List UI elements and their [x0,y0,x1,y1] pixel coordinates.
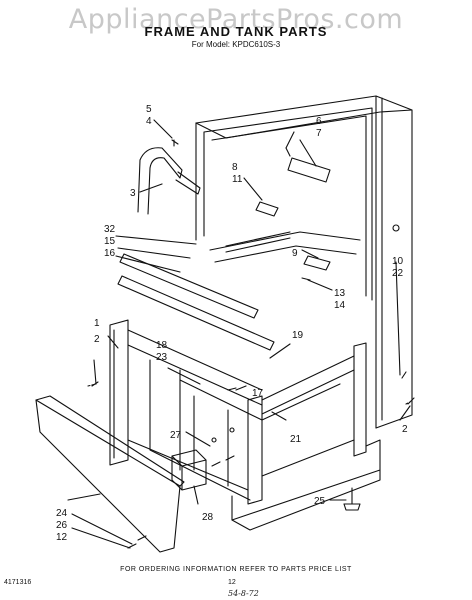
base-left-rail [127,329,263,406]
base-pan-lower [231,469,381,531]
callout-label: 2 [402,424,408,435]
callout-label: 19 [292,330,304,341]
callout-label: 27 [170,430,182,441]
callout-label: 10 [392,256,404,267]
bracket-mid [255,201,279,217]
screw-26 [127,535,147,549]
rail-channel-lower [117,275,275,351]
callout-label: 17 [252,388,264,399]
screw-27 [211,455,235,467]
base-cross-members [149,359,251,501]
screw-17 [227,387,237,391]
callout-label: 22 [392,268,404,279]
callout-label: 25 [314,496,326,507]
callout-label: 2 [94,334,100,345]
callout-label: 6 [316,116,322,127]
callout-label: 1 [94,318,100,329]
model-subtitle: For Model: KPDC610S-3 [191,40,281,49]
tub-inner-ledge [214,245,357,263]
callout-label: 24 [56,508,68,519]
tub-left-wall [209,231,361,251]
tank-top-edge [195,109,413,139]
callout-label: 26 [56,520,68,531]
fastener-dash [87,383,411,405]
base-inner-box [179,379,341,487]
page-title: FRAME AND TANK PARTS [144,24,328,39]
leader-lines [67,119,411,549]
rail-channel [119,253,259,319]
screw-13 [301,277,311,281]
callout-label: 18 [156,340,168,351]
callout-label: 9 [292,248,298,259]
base-hole [211,437,217,443]
screw-22 [401,371,407,379]
page-number: 12 [228,579,236,586]
top-arc-rail [137,147,183,215]
tank-inner-rim [211,115,367,297]
toe-panel [35,399,181,553]
callout-label: 5 [146,104,152,115]
callout-label: 16 [104,248,116,259]
tank-front-frame [203,107,373,301]
callout-label: 14 [334,300,346,311]
base-right-post [353,342,367,457]
right-flange-hole [392,224,400,232]
callout-label: 12 [56,532,68,543]
screw-2-right [407,397,415,405]
callout-label: 7 [316,128,322,139]
base-hole [229,427,235,433]
callout-label: 15 [104,236,116,247]
base-mid-post [247,395,263,505]
callout-label: 13 [334,288,346,299]
leveling-leg [343,487,361,511]
callout-label: 23 [156,352,168,363]
base-rear-rail [261,355,355,415]
bracket-top [287,157,331,183]
watermark: AppliancePartsPros.com [68,4,404,35]
callout-label: 21 [290,434,302,445]
handwritten-note: 54-8-72 [228,589,259,598]
callout-label: 4 [146,116,152,127]
callout-label: 8 [232,162,238,173]
screw-6 [285,147,291,157]
screw-2-left [91,381,99,387]
callout-label: 32 [104,224,116,235]
callout-label: 11 [232,174,243,185]
document-code: 4171316 [4,579,32,586]
side-track [225,231,291,253]
bracket-right [303,255,331,271]
callout-label: 3 [130,188,136,199]
base-frame-front [109,319,129,466]
box-part [171,449,207,491]
screw-5 [171,139,179,147]
ordering-note: FOR ORDERING INFORMATION REFER TO PARTS … [120,566,352,573]
callout-label: 28 [202,512,214,523]
base-floor [127,439,355,491]
top-arc-end [175,171,201,195]
tank-right-flange [375,95,383,429]
